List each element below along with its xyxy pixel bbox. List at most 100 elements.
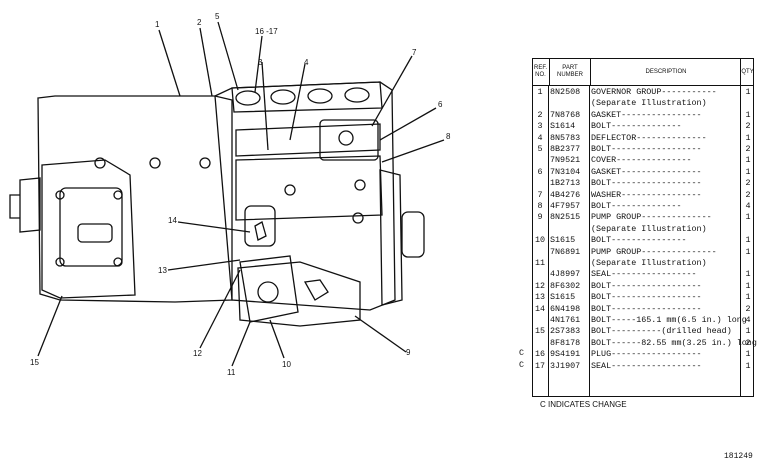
leader-7 (371, 55, 413, 127)
cell-qty: 1 (745, 326, 751, 337)
cell-desc: GASKET---------------- (591, 166, 702, 177)
fuel-fitting (303, 279, 329, 301)
cell-part: 1B2713 (550, 178, 581, 189)
table-row: 1B2713 BOLT------------------ 2 (533, 178, 753, 189)
cell-ref: 13 (534, 292, 546, 303)
cell-ref: 11 (534, 258, 546, 268)
cell-ref: 16 (534, 349, 546, 360)
cell-qty: 1 (745, 166, 751, 177)
cell-desc: COVER--------------- (591, 155, 692, 166)
cell-qty: 1 (745, 246, 751, 257)
cell-ref: 15 (534, 326, 546, 337)
cell-desc: PUMP GROUP--------------- (591, 246, 717, 257)
cell-part: 8F8178 (550, 337, 581, 348)
pump-top-rail (231, 81, 383, 113)
cell-qty: 1 (745, 269, 751, 280)
cell-ref: 12 (534, 280, 546, 291)
cell-desc: PUMP GROUP-------------- (591, 212, 712, 223)
cell-desc: BOLT----------(drilled head) (591, 326, 732, 337)
cell-part: 4N1761 (550, 315, 581, 325)
cover-bolt-head (338, 130, 354, 146)
cell-qty: 2 (745, 121, 751, 132)
callout-13: 13 (158, 266, 167, 275)
cell-desc: BOLT------82.55 mm(3.25 in.) long (591, 337, 757, 348)
cell-qty: 1 (745, 109, 751, 120)
cell-desc: BOLT------------------ (591, 292, 702, 303)
cover-bolt (113, 190, 123, 200)
bypass-valve (244, 205, 276, 247)
table-row: 7N6891 PUMP GROUP--------------- 1 (533, 247, 753, 258)
cell-desc: WASHER---------------- (591, 189, 702, 200)
callout-2: 2 (197, 18, 202, 27)
callout-4: 4 (304, 58, 309, 67)
cell-part: 4F7957 (550, 201, 581, 211)
cell-part: 7N6891 (550, 246, 581, 257)
cell-desc: (Separate Illustration) (591, 258, 707, 268)
cell-ref: 17 (534, 360, 546, 371)
cell-qty: 1 (745, 292, 751, 303)
leader-12 (199, 269, 241, 349)
drive-flange (379, 169, 403, 306)
cell-qty: 2 (745, 189, 751, 200)
leader-5 (217, 21, 239, 91)
callout-5: 5 (215, 12, 220, 21)
leader-3 (261, 61, 269, 151)
cell-desc: BOLT------------------ (591, 303, 702, 314)
cell-qty: 2 (745, 178, 751, 189)
leader-6 (379, 107, 437, 141)
cell-ref: 7 (537, 189, 543, 200)
cell-part: 7N9521 (550, 155, 581, 166)
cell-part: 3J1907 (550, 360, 581, 371)
cell-ref: 4 (537, 132, 543, 143)
cell-desc: BOLT-------------- (591, 121, 682, 132)
cell-part: 4J8997 (550, 269, 581, 280)
cell-ref: 3 (537, 121, 543, 132)
cell-qty: 1 (745, 280, 751, 291)
cell-qty: 2 (745, 144, 751, 154)
leader-16-17 (254, 35, 263, 93)
cell-part: 7N8768 (550, 109, 581, 120)
cell-desc: (Separate Illustration) (591, 98, 707, 109)
cell-part: 8N5783 (550, 132, 581, 143)
col-divider (740, 85, 741, 396)
cell-desc: BOLT------------------ (591, 178, 702, 189)
cell-desc: BOLT--------------- (591, 235, 687, 246)
housing-bolt (149, 157, 161, 169)
cell-part: 8N2508 (550, 87, 581, 97)
cell-desc: PLUG------------------ (591, 349, 702, 360)
cell-part: 8F6302 (550, 280, 581, 291)
cover-bolt (55, 257, 65, 267)
callout-8: 8 (446, 132, 451, 141)
cell-part: 4B4276 (550, 189, 581, 200)
callout-9: 9 (406, 348, 411, 357)
cell-desc: BOLT-----165.1 mm(6.5 in.) long (591, 315, 747, 325)
cell-desc: DEFLECTOR-------------- (591, 132, 707, 143)
callout-15: 15 (30, 358, 39, 367)
leader-10 (269, 319, 285, 359)
callout-14: 14 (168, 216, 177, 225)
cell-qty: 2 (745, 303, 751, 314)
change-legend: C INDICATES CHANGE (540, 400, 627, 409)
cell-part: 2S7383 (550, 326, 581, 337)
governor-cover-plate (59, 187, 123, 267)
transfer-pump-cover (239, 255, 299, 323)
callout-10: 10 (282, 360, 291, 369)
drive-shaft (401, 211, 425, 258)
leader-15 (37, 295, 63, 357)
cell-part: 8B2377 (550, 144, 581, 154)
leader-4 (289, 63, 306, 141)
cell-ref: 5 (537, 144, 543, 154)
cell-desc: BOLT------------------ (591, 280, 702, 291)
table-row: 15 2S7383 BOLT----------(drilled head) 1 (533, 326, 753, 337)
